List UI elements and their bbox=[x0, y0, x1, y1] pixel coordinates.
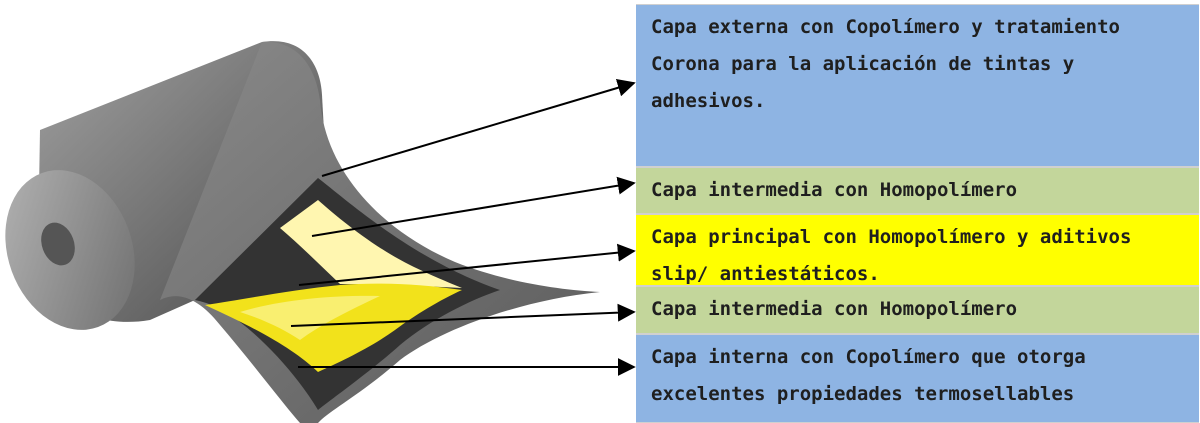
layer-label-outer-text: Capa externa con Copolímero y tratamient… bbox=[651, 16, 1120, 112]
film-yellow-highlight bbox=[240, 295, 380, 340]
arrow-outer bbox=[321, 79, 636, 177]
layer-label-main: Capa principal con Homopolímero y aditiv… bbox=[636, 214, 1199, 286]
film-light-layer bbox=[280, 200, 462, 288]
layer-label-intermediate-2-text: Capa intermedia con Homopolímero bbox=[651, 298, 1018, 320]
arrow-inter2 bbox=[290, 303, 636, 327]
layer-label-intermediate-1: Capa intermedia con Homopolímero bbox=[636, 167, 1199, 214]
layer-label-inner: Capa interna con Copolímero que otorga e… bbox=[636, 334, 1199, 423]
layer-label-outer: Capa externa con Copolímero y tratamient… bbox=[636, 4, 1199, 167]
arrow-inter1 bbox=[311, 176, 636, 237]
arrow-main bbox=[298, 243, 636, 286]
layer-label-inner-text: Capa interna con Copolímero que otorga e… bbox=[651, 346, 1086, 405]
roll-core-hole bbox=[41, 222, 75, 266]
layer-label-main-text: Capa principal con Homopolímero y aditiv… bbox=[651, 226, 1132, 285]
layer-label-intermediate-2: Capa intermedia con Homopolímero bbox=[636, 286, 1199, 334]
layer-label-intermediate-1-text: Capa intermedia con Homopolímero bbox=[651, 179, 1018, 201]
